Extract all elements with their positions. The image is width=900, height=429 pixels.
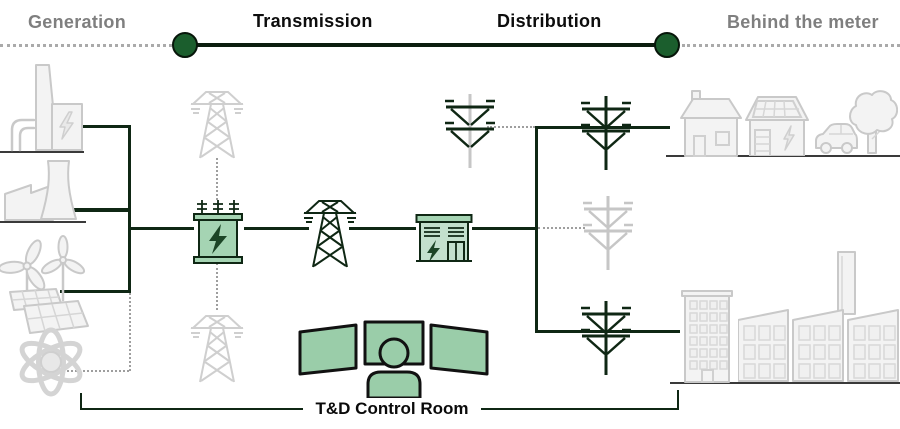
ground-line bbox=[670, 382, 900, 384]
utility-pole-icon bbox=[445, 94, 495, 168]
ground-line bbox=[666, 155, 900, 157]
bracket-line bbox=[481, 408, 679, 410]
solar-house-icon bbox=[745, 96, 809, 156]
gas-power-plant-icon bbox=[10, 64, 83, 152]
factory-icon bbox=[738, 251, 899, 382]
bracket-line bbox=[80, 393, 82, 410]
generation-stage-label: Generation bbox=[28, 12, 127, 32]
nuclear-atom-icon bbox=[19, 327, 83, 397]
connector-line bbox=[60, 290, 131, 293]
timeline-dotted-right bbox=[682, 44, 900, 47]
utility-pole-icon bbox=[583, 196, 633, 270]
connector-line bbox=[244, 227, 309, 230]
bracket-line bbox=[80, 408, 303, 410]
timeline-dotted-left bbox=[0, 44, 172, 47]
timeline-solid-segment bbox=[185, 43, 667, 47]
connector-line bbox=[472, 227, 537, 230]
monitor-icon bbox=[298, 323, 358, 376]
timeline-marker-transmission bbox=[172, 32, 198, 58]
connector-line bbox=[537, 126, 670, 129]
dotted-connector-line bbox=[487, 126, 535, 128]
dotted-connector-line bbox=[216, 263, 218, 310]
solar-panels-icon bbox=[9, 288, 89, 334]
car-icon bbox=[815, 123, 858, 154]
ground-line bbox=[0, 221, 86, 223]
dotted-connector-line bbox=[129, 293, 131, 371]
office-building-icon bbox=[681, 290, 733, 383]
distribution-stage-label: Distribution bbox=[497, 11, 602, 31]
transmission-tower-icon bbox=[303, 200, 357, 268]
timeline-marker-distribution bbox=[654, 32, 680, 58]
cooling-tower-plant-icon bbox=[4, 160, 77, 221]
connector-line bbox=[60, 208, 131, 212]
transmission-stage-label: Transmission bbox=[253, 11, 373, 31]
bracket-line bbox=[677, 390, 679, 410]
substation-building-icon bbox=[415, 214, 473, 262]
utility-pole-icon bbox=[581, 96, 631, 170]
tree-icon bbox=[849, 90, 898, 154]
dotted-connector-line bbox=[60, 370, 129, 372]
control-room-label: T&D Control Room bbox=[315, 399, 469, 418]
connector-line bbox=[60, 125, 131, 128]
generation-bus-line bbox=[128, 125, 131, 293]
dotted-connector-line bbox=[538, 227, 585, 229]
house-icon bbox=[680, 90, 742, 157]
behind-the-meter-stage-label: Behind the meter bbox=[727, 12, 879, 32]
connector-line bbox=[349, 227, 416, 230]
transmission-tower-icon bbox=[190, 315, 244, 383]
transmission-tower-icon bbox=[190, 91, 244, 159]
utility-pole-icon bbox=[581, 301, 631, 375]
step-up-transformer-icon bbox=[193, 200, 243, 264]
distribution-bus-line bbox=[535, 126, 538, 333]
dotted-connector-line bbox=[216, 158, 218, 200]
connector-line bbox=[131, 227, 194, 230]
operator-person-icon bbox=[366, 337, 422, 398]
ground-line bbox=[0, 151, 84, 153]
monitor-icon bbox=[429, 323, 489, 376]
